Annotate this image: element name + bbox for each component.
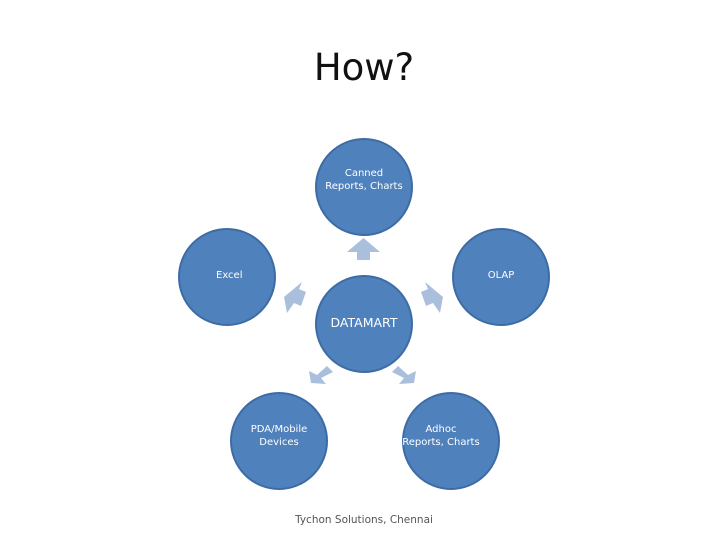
canned-reports-label: Canned Reports, Charts bbox=[315, 167, 413, 193]
pda-mobile-node bbox=[230, 392, 328, 490]
pda-mobile-line-2: Devices bbox=[259, 437, 299, 448]
canned-reports-line-1: Canned bbox=[344, 168, 384, 179]
arrow-to-excel bbox=[284, 282, 306, 313]
pda-mobile-label: PDA/Mobile Devices bbox=[246, 423, 312, 449]
arrow-to-adhoc bbox=[392, 366, 416, 384]
olap-line-1: OLAP bbox=[487, 270, 515, 281]
adhoc-reports-line-1: Adhoc bbox=[425, 424, 457, 435]
excel-label: Excel bbox=[216, 269, 256, 282]
canned-reports-node bbox=[315, 138, 413, 236]
excel-node bbox=[178, 228, 276, 326]
hub-label: DATAMART bbox=[330, 315, 398, 330]
hub-node bbox=[315, 275, 413, 373]
adhoc-reports-node bbox=[402, 392, 500, 490]
arrow-to-canned bbox=[347, 238, 380, 260]
olap-label: OLAP bbox=[452, 269, 550, 282]
pda-mobile-line-1: PDA/Mobile bbox=[250, 424, 308, 435]
canned-reports-line-2: Reports, Charts bbox=[325, 181, 403, 192]
adhoc-reports-line-2: Reports, Charts bbox=[402, 437, 480, 448]
slide-title: How? bbox=[313, 46, 415, 89]
olap-node bbox=[452, 228, 550, 326]
adhoc-reports-label: Adhoc Reports, Charts bbox=[402, 423, 480, 449]
arrow-to-pda bbox=[309, 366, 333, 384]
arrow-to-olap bbox=[421, 282, 443, 313]
excel-line-1: Excel bbox=[216, 270, 243, 281]
slide-footer: Tychon Solutions, Chennai bbox=[295, 514, 433, 526]
